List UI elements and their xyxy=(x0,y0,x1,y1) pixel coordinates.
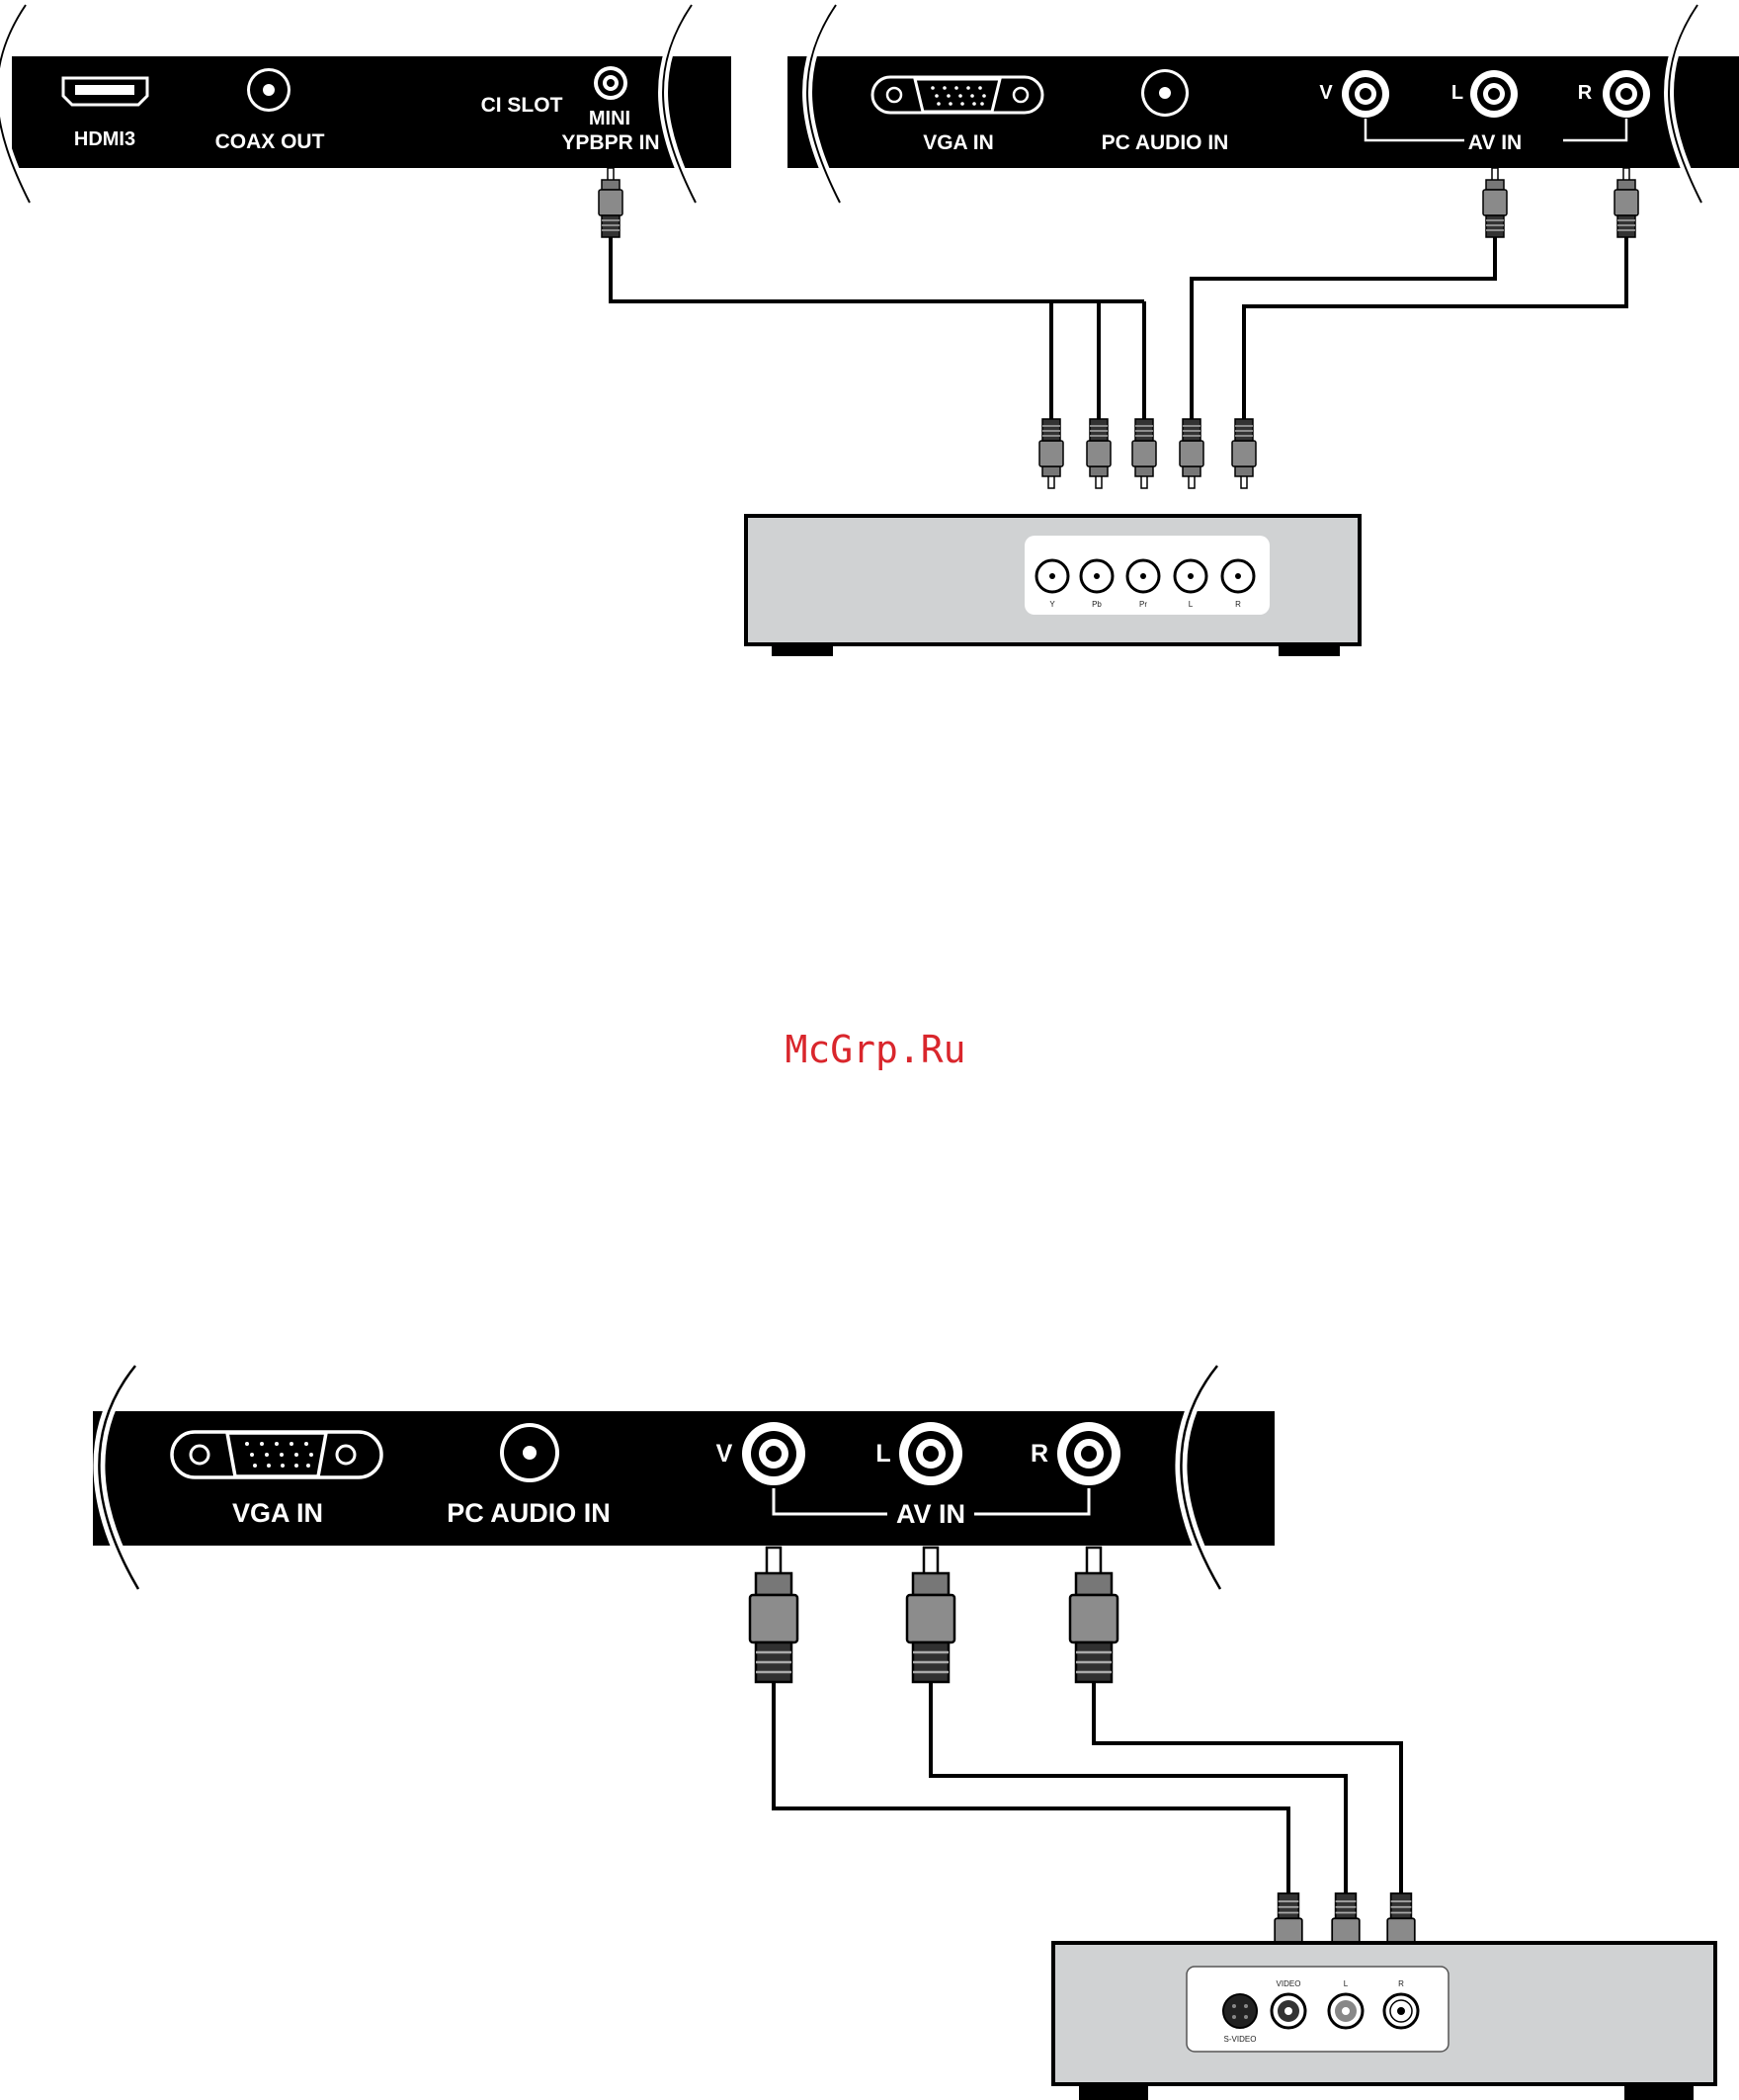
tv-panel-left: HDMI3 COAX OUT CI SLOT MINI YPBPR IN xyxy=(0,5,731,203)
plug-av-l-tv xyxy=(1483,168,1507,237)
device-jack-l xyxy=(1175,560,1206,592)
pc-audio-in-label: PC AUDIO IN xyxy=(1102,131,1229,154)
vga-in-label: VGA IN xyxy=(232,1498,323,1528)
av-video-jack-icon xyxy=(1342,70,1389,118)
pc-audio-in-label: PC AUDIO IN xyxy=(447,1498,611,1528)
av-source-device: S-VIDEO VIDEO L R xyxy=(1053,1943,1715,2100)
video-label: VIDEO xyxy=(1277,1979,1301,1988)
device-jack-pr xyxy=(1127,560,1159,592)
svideo-label: S-VIDEO xyxy=(1224,2035,1257,2044)
jack-label-y: Y xyxy=(1049,600,1055,609)
l-label: L xyxy=(1451,82,1463,104)
plug-pr-device xyxy=(1132,419,1156,488)
av-in-label: AV IN xyxy=(896,1499,965,1529)
device-jack-r xyxy=(1222,560,1254,592)
v-label: V xyxy=(1319,82,1333,104)
jack-label-pr: Pr xyxy=(1139,600,1147,609)
video-jack-icon xyxy=(1272,1994,1305,2028)
vga-port-icon xyxy=(172,1432,381,1477)
pc-audio-port-icon xyxy=(1141,69,1189,117)
vga-port-icon xyxy=(872,77,1042,113)
plug-r-tv xyxy=(1070,1548,1118,1682)
coax-out-label: COAX OUT xyxy=(215,130,325,153)
av-right-jack-icon xyxy=(1057,1422,1120,1485)
vga-in-label: VGA IN xyxy=(923,131,994,154)
hdmi-port-icon xyxy=(63,78,147,105)
tv-panel-right: VGA IN PC AUDIO IN V L R AV IN xyxy=(787,5,1739,203)
plug-l-device xyxy=(1180,419,1203,488)
av-cable xyxy=(774,1680,1401,1897)
audio-r-jack-icon xyxy=(1384,1994,1418,2028)
mini-ypbpr-port-icon xyxy=(594,66,627,100)
plug-av-r-tv xyxy=(1615,168,1638,237)
ci-slot-label: CI SLOT xyxy=(481,94,563,117)
v-label: V xyxy=(716,1440,733,1468)
plug-y-device xyxy=(1039,419,1063,488)
jack-label-l: L xyxy=(1189,600,1194,609)
plug-l-tv xyxy=(907,1548,954,1682)
coax-out-port-icon xyxy=(247,68,290,112)
audio-l-jack-icon xyxy=(1329,1994,1363,2028)
jack-label-r: R xyxy=(1398,1979,1404,1988)
r-label: R xyxy=(1578,82,1593,104)
r-label: R xyxy=(1031,1440,1048,1468)
ypbpr-in-label: YPBPR IN xyxy=(561,131,659,154)
plug-r-device xyxy=(1232,419,1256,488)
av-right-jack-icon xyxy=(1603,70,1650,118)
watermark: McGrp.Ru xyxy=(785,1028,965,1071)
av-left-jack-icon xyxy=(1470,70,1518,118)
component-source-device: Y Pb Pr L R xyxy=(746,516,1360,656)
jack-label-l: L xyxy=(1344,1979,1349,1988)
mini-label: MINI xyxy=(589,108,630,129)
svideo-jack-icon xyxy=(1223,1994,1257,2028)
hdmi3-label: HDMI3 xyxy=(74,128,135,150)
plug-pb-device xyxy=(1087,419,1111,488)
pc-audio-port-icon xyxy=(500,1423,559,1482)
device-jack-y xyxy=(1036,560,1068,592)
device-jack-pb xyxy=(1081,560,1113,592)
jack-label-r: R xyxy=(1235,600,1241,609)
component-cable xyxy=(611,237,1626,420)
plug-video-tv xyxy=(750,1548,797,1682)
plug-ypbpr-tv xyxy=(599,168,622,237)
av-video-jack-icon xyxy=(742,1422,805,1485)
l-label: L xyxy=(875,1440,890,1468)
jack-label-pb: Pb xyxy=(1092,600,1102,609)
av-in-label: AV IN xyxy=(1468,131,1522,154)
av-left-jack-icon xyxy=(899,1422,962,1485)
